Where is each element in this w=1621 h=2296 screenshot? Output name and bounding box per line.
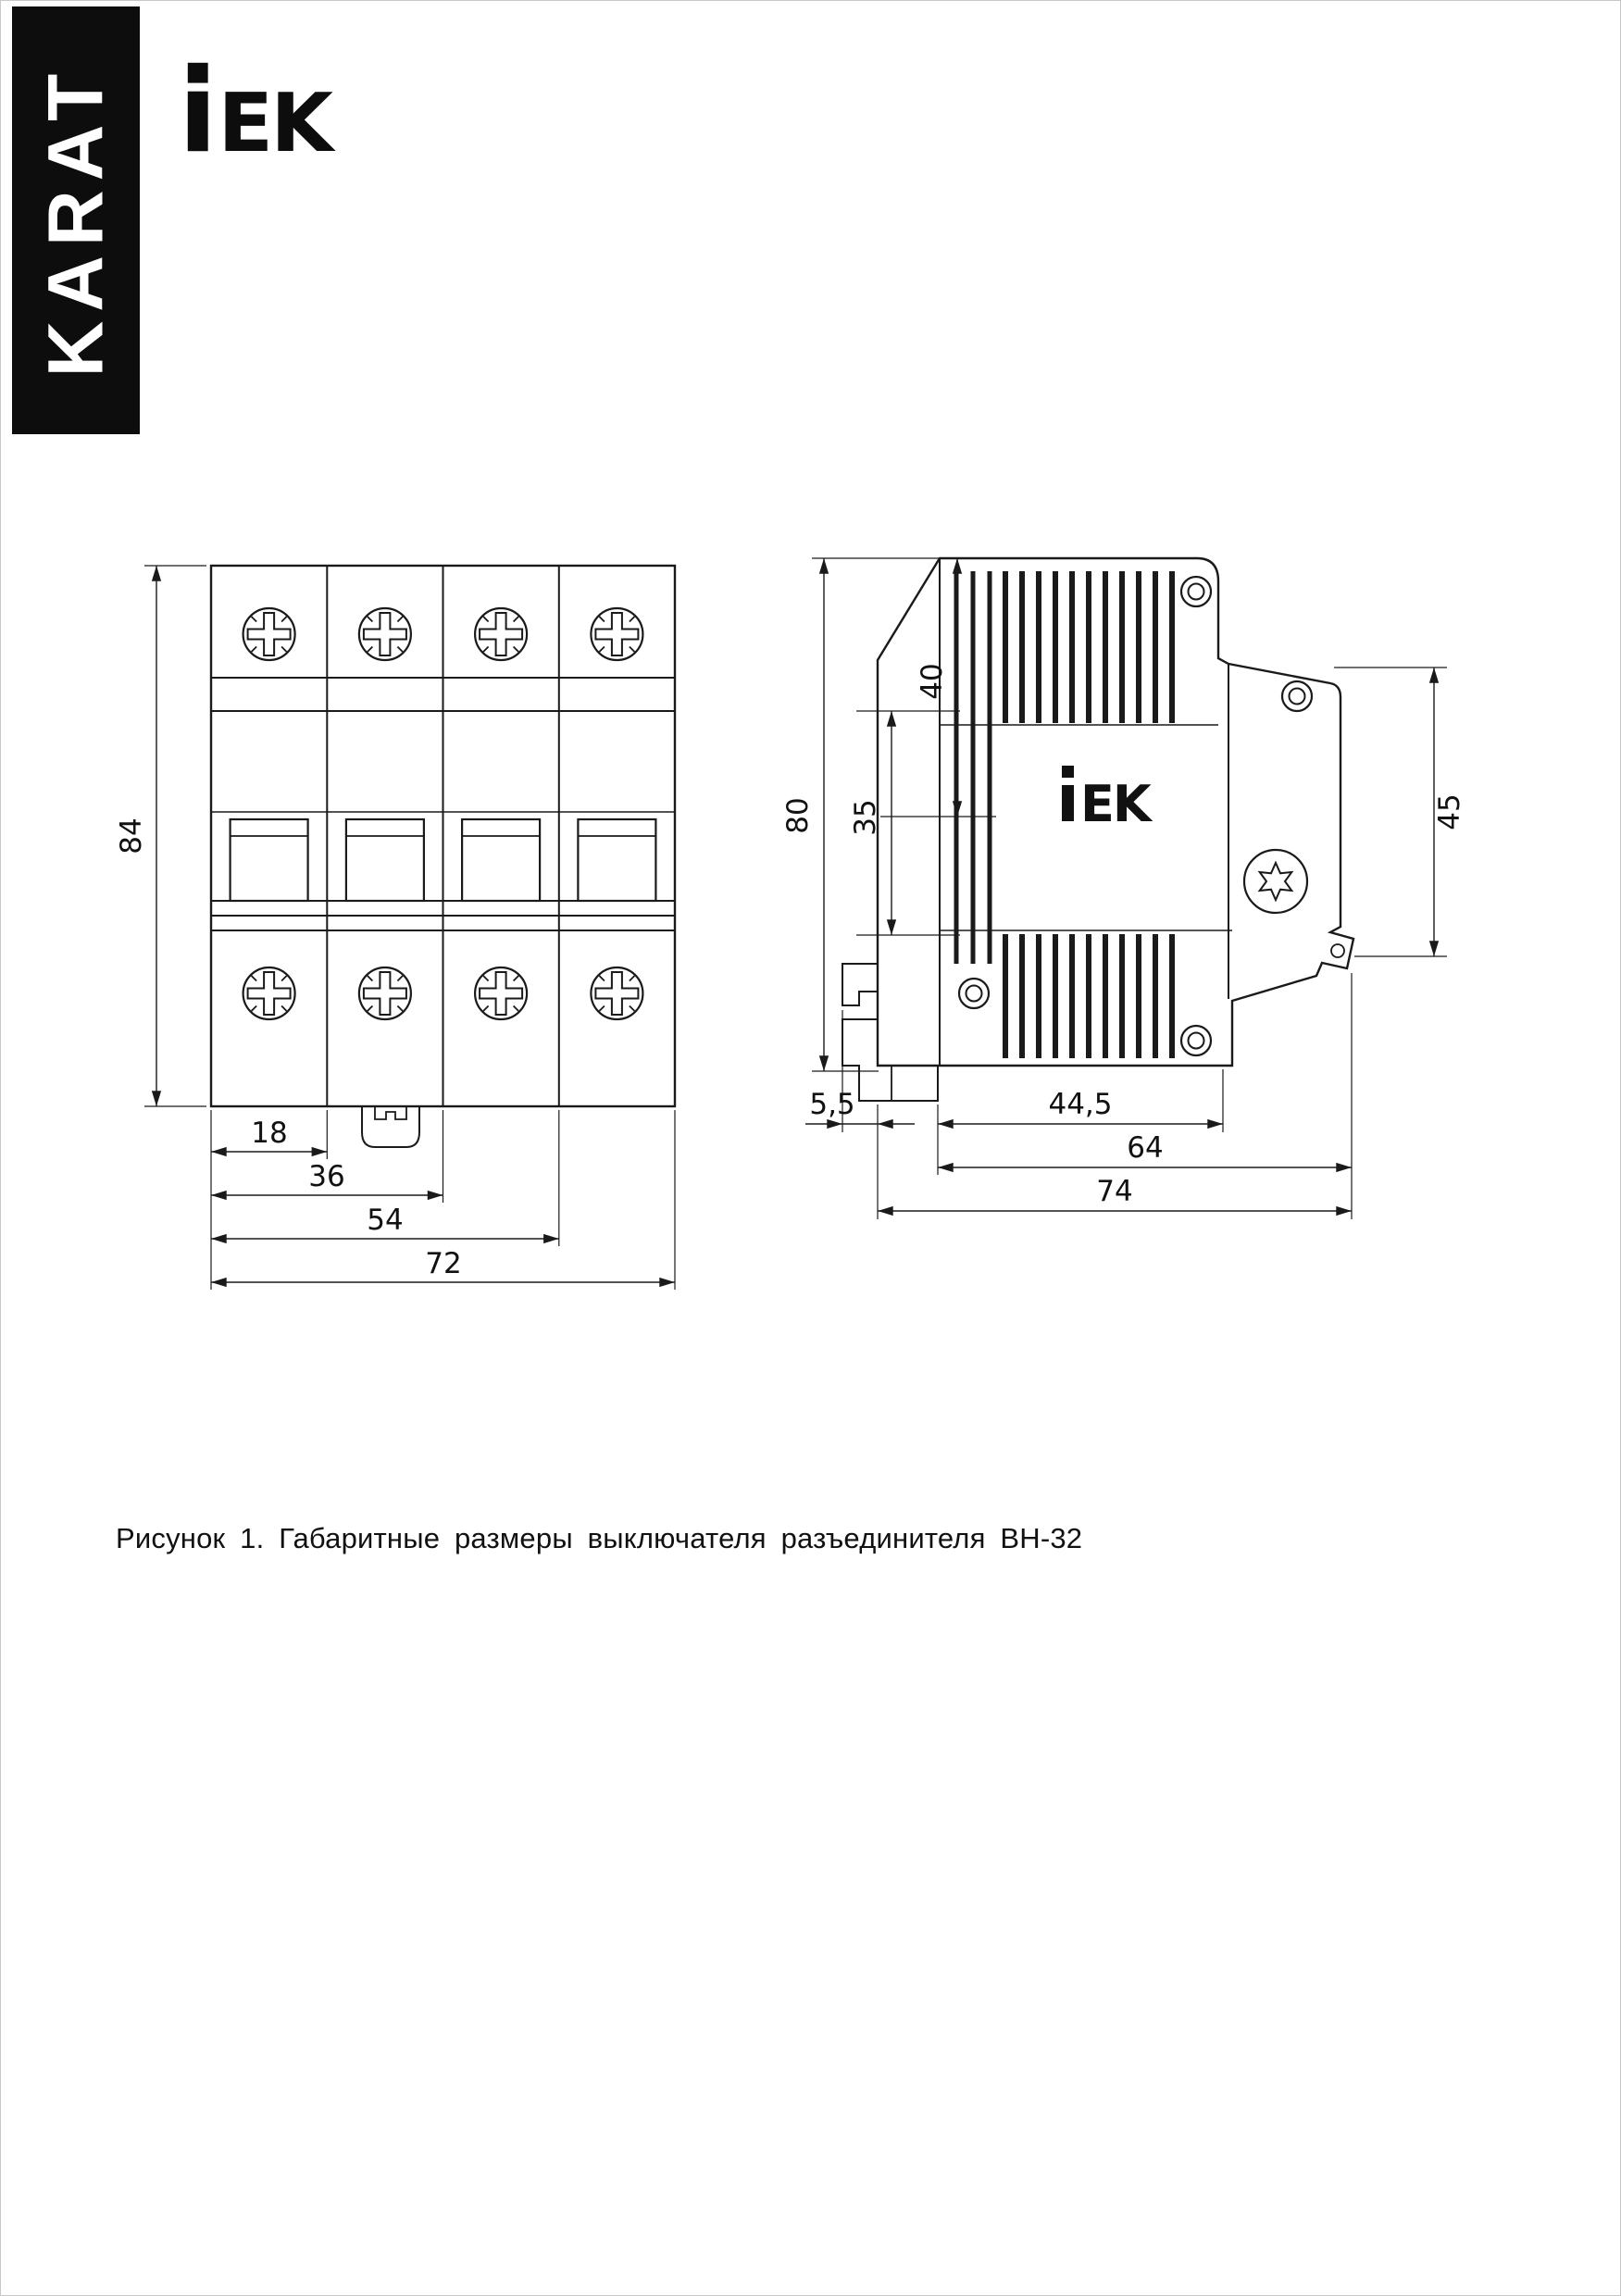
dim-5-5-label: 5,5 [809,1088,854,1121]
iek-logo: EK [187,62,339,156]
dim-36-label: 36 [308,1160,344,1193]
dim-45: 45 [1334,667,1466,957]
dim-84: 84 [115,565,206,1107]
side-shelf-lines [940,724,1232,931]
dims-side-bottom: 5,5 44,5 64 74 [805,973,1353,1219]
dim-45-label: 45 [1433,793,1466,830]
dim-18-label: 18 [251,1117,287,1150]
side-view: EK 40 35 80 [781,556,1466,1219]
iek-logo-i-dot [187,62,208,83]
latch-hole [1330,943,1345,958]
front-module-separators [326,566,560,1106]
toggle-handles [229,817,657,903]
dim-72-label: 72 [425,1247,461,1280]
front-view: 84 18 36 54 72 [115,564,677,1290]
dim-35: 35 [849,710,960,936]
karat-brand-block: KARAT [12,6,140,434]
dim-54-label: 54 [367,1204,403,1237]
side-body-outline [876,556,1355,1067]
torx-screw [1242,848,1309,915]
dim-64-label: 64 [1127,1131,1163,1165]
dim-80: 80 [781,557,940,1072]
iek-logo-ek-text: EK [218,76,337,156]
dims-front-width: 18 36 54 72 [210,1110,676,1290]
karat-logo-text: KARAT [31,64,119,377]
dim-44-5-label: 44,5 [1048,1088,1112,1121]
dim-35-label: 35 [849,799,882,835]
front-horizontal-lines [211,677,675,931]
side-iek-ek-text: EK [1080,775,1153,833]
front-din-clip [361,1106,420,1148]
figure-caption: Рисунок 1. Габаритные размеры выключател… [116,1522,1083,1554]
dim-40-label: 40 [916,663,949,699]
dim-84-label: 84 [115,817,148,854]
iek-logo-i-bar [187,91,208,152]
dim-40: 40 [880,558,996,817]
dimension-drawing: 84 18 36 54 72 [115,556,1466,1290]
ribs-lower [1003,934,1175,1058]
ribs-upper [1003,571,1175,723]
dim-74-label: 74 [1096,1175,1132,1208]
side-iek-logo: EK [1062,766,1155,833]
dim-80-label: 80 [781,797,815,833]
